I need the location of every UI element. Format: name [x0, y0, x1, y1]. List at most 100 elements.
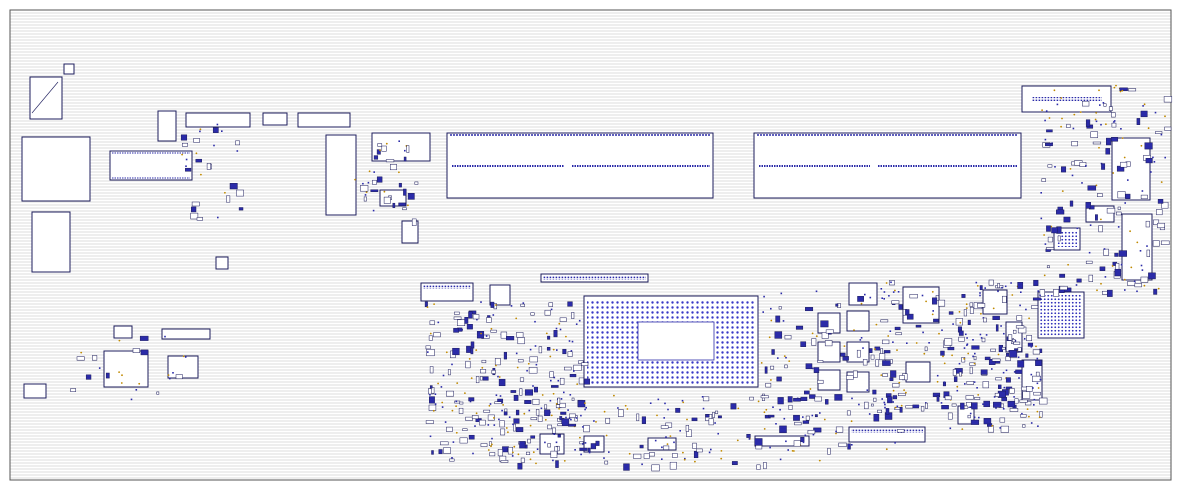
- passive-component: [1117, 226, 1120, 228]
- passive-component: [548, 302, 553, 307]
- passive-component: [494, 358, 501, 366]
- passive-component: [493, 424, 496, 426]
- passive-component: [804, 390, 810, 395]
- passive-component: [850, 420, 853, 423]
- passive-component: [921, 294, 924, 297]
- passive-component: [1007, 334, 1013, 341]
- passive-component: [784, 364, 788, 369]
- passive-component: [571, 340, 574, 343]
- passive-component: [495, 304, 497, 306]
- passive-component: [362, 182, 364, 185]
- passive-component: [1045, 142, 1053, 147]
- passive-component: [511, 455, 514, 457]
- passive-component: [883, 298, 885, 300]
- passive-component: [472, 452, 474, 455]
- passive-component: [578, 319, 581, 322]
- passive-component: [1104, 276, 1107, 278]
- passive-component: [559, 377, 565, 385]
- passive-component: [997, 283, 1000, 289]
- passive-component: [570, 418, 572, 421]
- passive-component: [530, 312, 535, 316]
- passive-component: [624, 404, 627, 407]
- passive-component: [979, 333, 982, 336]
- passive-component: [1143, 284, 1146, 287]
- passive-component: [191, 201, 200, 207]
- passive-component: [440, 441, 449, 446]
- passive-component: [1043, 234, 1045, 236]
- passive-component: [515, 317, 518, 320]
- passive-component: [686, 418, 688, 421]
- passive-component: [1048, 117, 1051, 119]
- passive-component: [1025, 353, 1029, 358]
- passive-component: [964, 383, 966, 385]
- passive-component: [1005, 386, 1013, 390]
- passive-component: [532, 385, 534, 387]
- passive-component: [578, 360, 584, 364]
- passive-component: [1099, 266, 1106, 271]
- passive-component: [465, 416, 473, 421]
- passive-component: [1098, 225, 1103, 233]
- passive-component: [1146, 245, 1148, 247]
- passive-component: [182, 142, 188, 147]
- passive-component: [779, 458, 782, 461]
- passive-component: [1102, 102, 1105, 104]
- passive-component: [805, 307, 814, 312]
- passive-component: [580, 414, 582, 417]
- passive-component: [437, 321, 440, 324]
- passive-component: [882, 339, 890, 345]
- passive-component: [1067, 263, 1069, 266]
- passive-component: [628, 452, 631, 455]
- passive-component: [498, 378, 506, 387]
- passive-component: [664, 402, 666, 405]
- passive-component: [712, 411, 715, 418]
- passive-component: [862, 347, 864, 349]
- passive-component: [1155, 131, 1163, 134]
- passive-component: [1032, 297, 1041, 301]
- passive-component: [536, 448, 539, 450]
- passive-component: [476, 318, 478, 321]
- passive-component: [720, 457, 723, 460]
- passive-component: [512, 451, 514, 454]
- passive-component: [1071, 141, 1078, 147]
- passive-component: [549, 355, 552, 358]
- passive-component: [887, 396, 893, 404]
- passive-component: [885, 448, 888, 451]
- passive-component: [1164, 115, 1166, 118]
- passive-component: [1035, 371, 1040, 377]
- passive-component: [649, 402, 652, 404]
- passive-component: [517, 337, 525, 345]
- passive-component: [1044, 119, 1046, 122]
- passive-component: [661, 458, 663, 460]
- passive-component: [603, 457, 605, 459]
- passive-component: [429, 320, 435, 325]
- passive-component: [1039, 294, 1041, 297]
- passive-component: [181, 153, 184, 156]
- board-outline: [9, 9, 1172, 481]
- passive-component: [480, 301, 482, 303]
- passive-component: [587, 447, 591, 453]
- passive-component: [958, 336, 965, 342]
- passive-component: [885, 408, 890, 415]
- passive-component: [782, 320, 785, 322]
- passive-component: [840, 352, 846, 357]
- passive-component: [475, 412, 478, 415]
- passive-component: [879, 353, 886, 361]
- passive-component: [470, 377, 473, 379]
- passive-component: [500, 331, 508, 339]
- passive-component: [468, 434, 475, 440]
- passive-component: [1133, 280, 1136, 283]
- passive-component: [915, 342, 918, 344]
- passive-component: [120, 382, 123, 384]
- passive-component: [515, 352, 518, 355]
- passive-component: [877, 409, 882, 413]
- passive-component: [932, 310, 934, 312]
- passive-component: [569, 413, 576, 418]
- passive-component: [971, 402, 978, 410]
- passive-component: [565, 416, 567, 419]
- passive-component: [800, 437, 805, 443]
- passive-component: [672, 453, 678, 458]
- passive-component: [577, 400, 586, 408]
- passive-component: [498, 376, 501, 378]
- passive-component: [717, 415, 722, 419]
- passive-component: [510, 390, 517, 393]
